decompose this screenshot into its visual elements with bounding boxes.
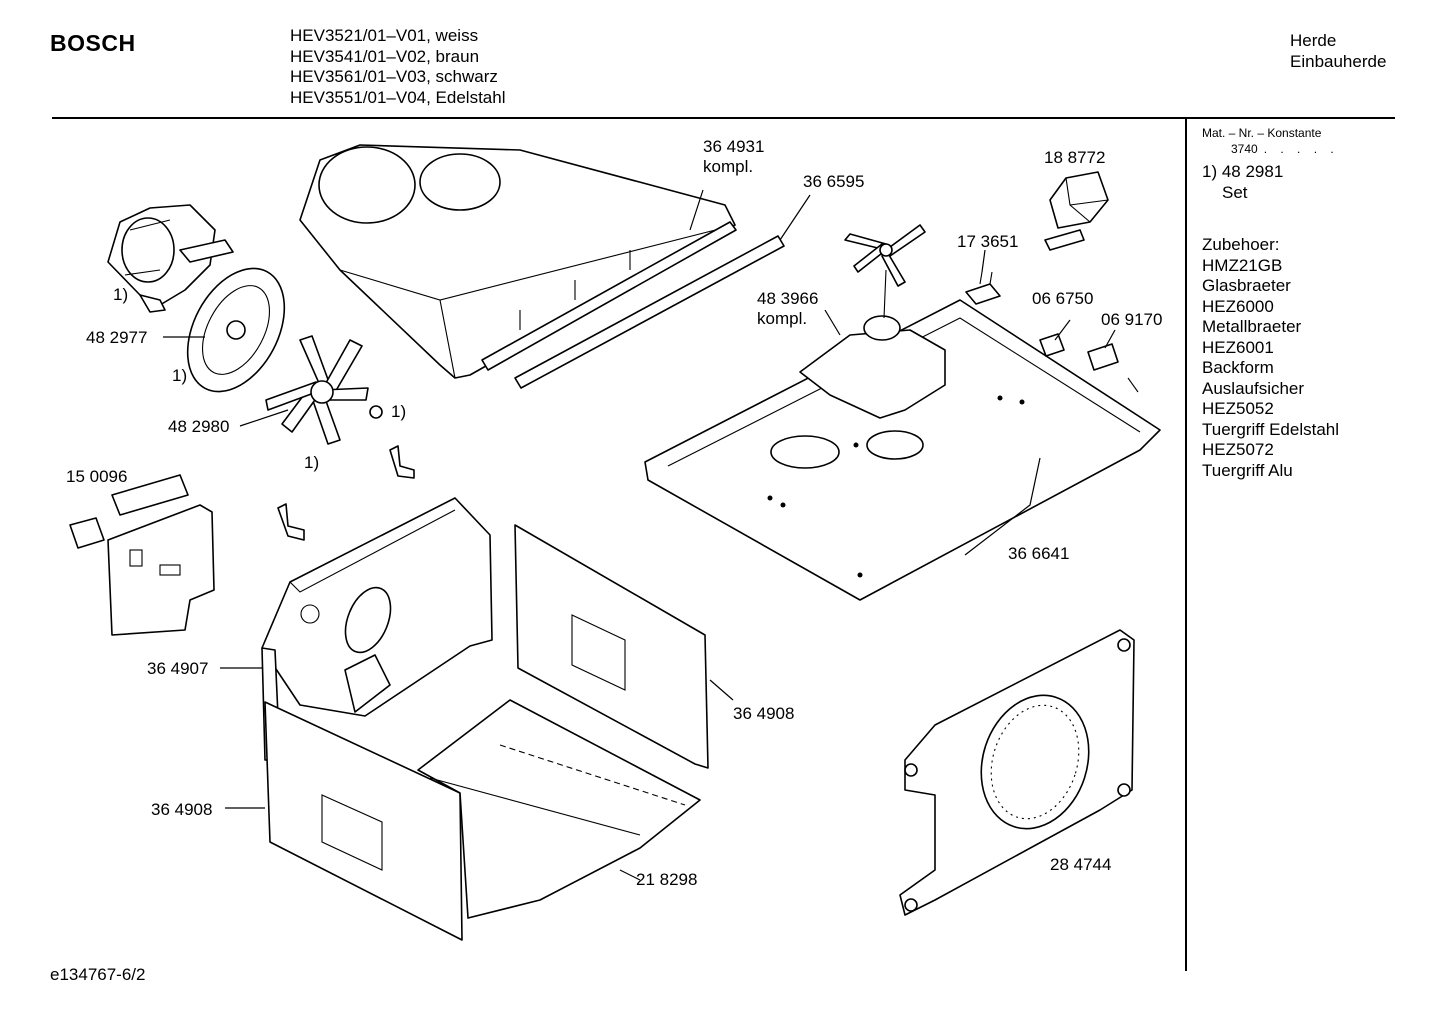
callout-483966: 48 3966	[757, 289, 819, 308]
set-part-number: 1) 48 2981	[1202, 162, 1284, 181]
accessory-item: Glasbraeter	[1202, 276, 1291, 295]
thermostat	[1087, 343, 1139, 393]
callout-483966-note: kompl.	[757, 309, 808, 328]
callout-482980: 48 2980	[168, 417, 230, 436]
callout-366641: 36 6641	[1008, 544, 1070, 563]
fan-shroud	[186, 267, 286, 393]
callout-150096: 15 0096	[66, 467, 128, 486]
accessory-item: HEZ5052	[1202, 399, 1274, 418]
callout-364931-note: kompl.	[703, 157, 754, 176]
category-line: Einbauherde	[1290, 51, 1387, 71]
material-constant-dots: . . . . .	[1263, 142, 1339, 156]
accessory-item: Auslaufsicher	[1202, 378, 1305, 398]
fan-wheel	[265, 335, 383, 445]
mounting-bracket	[277, 503, 305, 541]
callout-218298: 21 8298	[636, 870, 698, 889]
oven-side-panel-right	[514, 524, 709, 769]
callout-188772: 18 8772	[1044, 148, 1106, 167]
accessory-item: Metallbraeter	[1202, 317, 1302, 336]
transformer	[1044, 171, 1109, 251]
material-constant-label: Mat. – Nr. – Konstante	[1202, 126, 1322, 140]
accessory-item: Backform	[1202, 358, 1274, 377]
cooling-fan-assembly	[799, 224, 946, 419]
accessory-item: Tuergriff Alu	[1202, 460, 1293, 480]
callout-364908-right: 36 4908	[733, 704, 795, 723]
callout-364908-left: 36 4908	[151, 800, 213, 819]
rear-fan-cover	[899, 629, 1135, 916]
set-marker: 1)	[113, 285, 129, 304]
control-bracket	[69, 474, 215, 636]
air-duct-cover	[299, 144, 736, 379]
callout-284744: 28 4744	[1050, 855, 1112, 874]
appliance-category: Herde Einbauherde	[1290, 31, 1386, 72]
model-list: HEV3521/01–V01, weiss HEV3541/01–V02, br…	[290, 26, 506, 108]
sidebar-panel: Mat. – Nr. – Konstante 3740 . . . . . 1) …	[1202, 126, 1339, 481]
accessory-item: HMZ21GB	[1202, 255, 1283, 275]
brand-logo: BOSCH	[50, 30, 136, 56]
document-id: e134767-6/2	[50, 965, 146, 984]
callout-364931: 36 4931	[703, 137, 765, 156]
set-marker: 1)	[391, 402, 407, 421]
accessory-item: HEZ6001	[1202, 337, 1274, 357]
set-label: Set	[1222, 182, 1248, 202]
callout-364907: 36 4907	[147, 659, 209, 678]
duct-seal-strip	[481, 221, 737, 371]
oven-bottom-panel	[417, 699, 701, 919]
material-constant-value: 3740 . . . . .	[1231, 142, 1339, 156]
oven-top-plate	[644, 299, 1161, 601]
material-constant-number: 3740	[1231, 142, 1258, 156]
model-line: HEV3521/01–V01, weiss	[290, 26, 479, 45]
callout-366595: 36 6595	[803, 172, 865, 191]
duct-seal-strip-lower	[514, 235, 785, 389]
callout-066750: 06 6750	[1032, 289, 1094, 308]
model-line: HEV3561/01–V03, schwarz	[290, 67, 498, 86]
callout-069170: 06 9170	[1101, 310, 1163, 329]
accessory-item: HEZ6000	[1202, 296, 1274, 316]
door-switch	[1039, 333, 1065, 357]
fan-motor	[107, 204, 234, 313]
accessories-list: Zubehoer: HMZ21GB Glasbraeter HEZ6000 Me…	[1202, 235, 1339, 481]
accessory-item: Tuergriff Edelstahl	[1202, 419, 1340, 439]
oven-side-panel-left	[264, 701, 463, 941]
accessories-heading: Zubehoer:	[1202, 235, 1280, 254]
callout-482977: 48 2977	[86, 328, 148, 347]
sidebar-divider	[1185, 119, 1187, 971]
set-marker: 1)	[304, 453, 320, 472]
callout-leaders	[163, 189, 1116, 881]
category-line: Herde	[1290, 31, 1337, 50]
accessory-item: HEZ5072	[1202, 440, 1274, 459]
temperature-limiter	[965, 271, 1001, 305]
model-line: HEV3541/01–V02, braun	[290, 46, 480, 66]
model-line: HEV3551/01–V04, Edelstahl	[290, 87, 506, 107]
callout-173651: 17 3651	[957, 232, 1019, 251]
set-marker: 1)	[172, 366, 188, 385]
mounting-bracket	[389, 445, 415, 479]
header-divider	[52, 117, 1395, 119]
